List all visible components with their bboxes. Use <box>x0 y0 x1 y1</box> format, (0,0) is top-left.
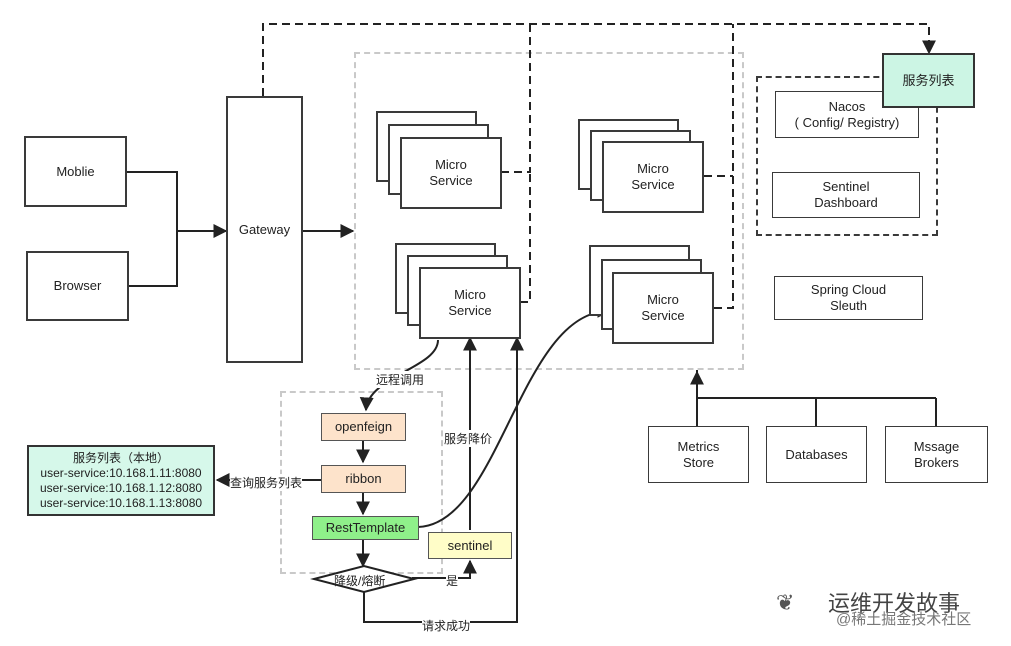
edge-infra-cluster <box>696 370 937 426</box>
rest-template-box: RestTemplate <box>312 516 419 540</box>
yes-label: 是 <box>446 572 459 589</box>
message-brokers-box: Mssage Brokers <box>885 426 988 483</box>
local-list-item-1: user-service:10.168.1.11:8080 <box>40 465 202 480</box>
wechat-icon: ❦ <box>776 590 795 615</box>
microservice-cluster-region <box>354 52 744 370</box>
gateway-box: Gateway <box>226 96 303 363</box>
local-list-title: 服务列表（本地） <box>72 450 169 465</box>
success-label: 请求成功 <box>422 617 471 634</box>
edge-decision-sentinel <box>412 559 477 579</box>
remote-call-label: 远程调用 <box>376 371 425 388</box>
edge-mobile-gateway <box>126 171 228 238</box>
edge-ms3-registry <box>520 172 531 303</box>
watermark-title: 运维开发故事 <box>828 591 961 616</box>
browser-client-box: Browser <box>26 251 129 321</box>
local-list-item-2: user-service:10.168.1.12:8080 <box>39 480 203 495</box>
edge-ms4-registry <box>714 24 734 309</box>
decision-label: 降级/熔断 <box>334 574 386 588</box>
registry-dashboard-region <box>756 76 938 236</box>
local-service-list-box: 服务列表（本地） user-service:10.168.1.11:8080 u… <box>27 445 215 516</box>
edge-ms1-registry <box>501 24 531 173</box>
decision-diamond-shape <box>310 564 418 594</box>
query-list-label: 查询服务列表 <box>230 474 303 491</box>
micro-service-3: Micro Service <box>419 267 521 339</box>
databases-box: Databases <box>766 426 867 483</box>
micro-service-2: Micro Service <box>602 141 704 213</box>
service-list-box: 服务列表 <box>882 53 975 108</box>
ribbon-box: ribbon <box>321 465 406 493</box>
local-list-item-3: user-service:10.168.1.13:8080 <box>39 495 203 510</box>
micro-service-4: Micro Service <box>612 272 714 344</box>
edge-browser-gateway <box>128 231 178 287</box>
micro-service-1: Micro Service <box>400 137 502 209</box>
degrade-label: 服务降价 <box>444 430 493 447</box>
edge-gateway-registry <box>262 23 936 96</box>
mobile-client-box: Moblie <box>24 136 127 207</box>
sleuth-box: Spring Cloud Sleuth <box>774 276 923 320</box>
openfeign-box: openfeign <box>321 413 406 441</box>
edge-resttemplate-ms4 <box>417 303 612 528</box>
watermark-subtitle: @稀土掘金技术社区 <box>836 611 972 628</box>
sentinel-box: sentinel <box>428 532 512 559</box>
metrics-store-box: Metrics Store <box>648 426 749 483</box>
sentinel-dashboard-box: Sentinel Dashboard <box>772 172 920 218</box>
